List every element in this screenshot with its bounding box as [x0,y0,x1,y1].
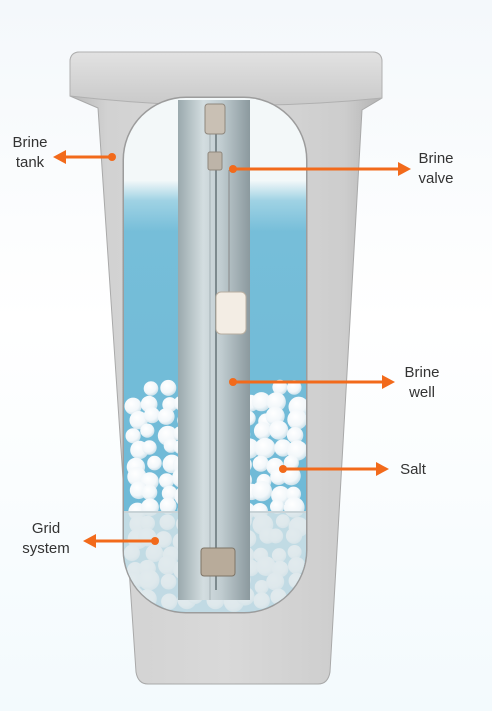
salt-pellet [147,455,162,471]
salt-pellet [269,420,289,440]
salt-pellet [142,440,157,455]
salt-pellet [160,379,177,396]
salt-pellet [270,499,285,514]
salt-pellet [161,485,178,502]
salt-pellet [141,484,158,501]
label-grid-system: Grid system [22,520,70,557]
salt-pellet [272,379,288,395]
label-brine-well: Brine well [404,364,440,401]
arrow-right-icon [229,375,395,389]
salt-pellet [140,423,155,438]
label-brine-tank: Brine tank [12,134,48,171]
salt-pellet [286,380,302,395]
salt-pellet [157,408,175,425]
salt-pellet [143,407,161,424]
arrow-right-icon [279,462,389,476]
callout-arrows [53,150,411,548]
cutaway-window [122,96,308,614]
salt-pellet [286,427,304,444]
salt-pellet [253,422,272,440]
salt-pellet [124,397,142,415]
salt-pellet [159,473,175,489]
salt-pellet [281,466,301,486]
arrow-left-icon [53,150,116,164]
salt-pellet [251,392,271,412]
salt-pellet [251,480,273,502]
salt-pellet [159,497,177,515]
label-salt: Salt [400,461,426,478]
brine-valve-head [204,103,226,135]
salt-pellet [143,381,159,396]
salt-pellet [254,437,276,459]
salt-pellet [252,455,269,472]
salt-pellet [283,455,299,471]
salt-pellet [266,392,286,412]
brine-well-tube [178,100,250,600]
arrow-left-icon [83,534,159,548]
float [215,291,247,335]
label-brine-valve: Brine valve [418,150,454,187]
salt-pellet [125,428,141,444]
salt-pellet [287,409,306,430]
arrow-right-icon [229,162,411,176]
